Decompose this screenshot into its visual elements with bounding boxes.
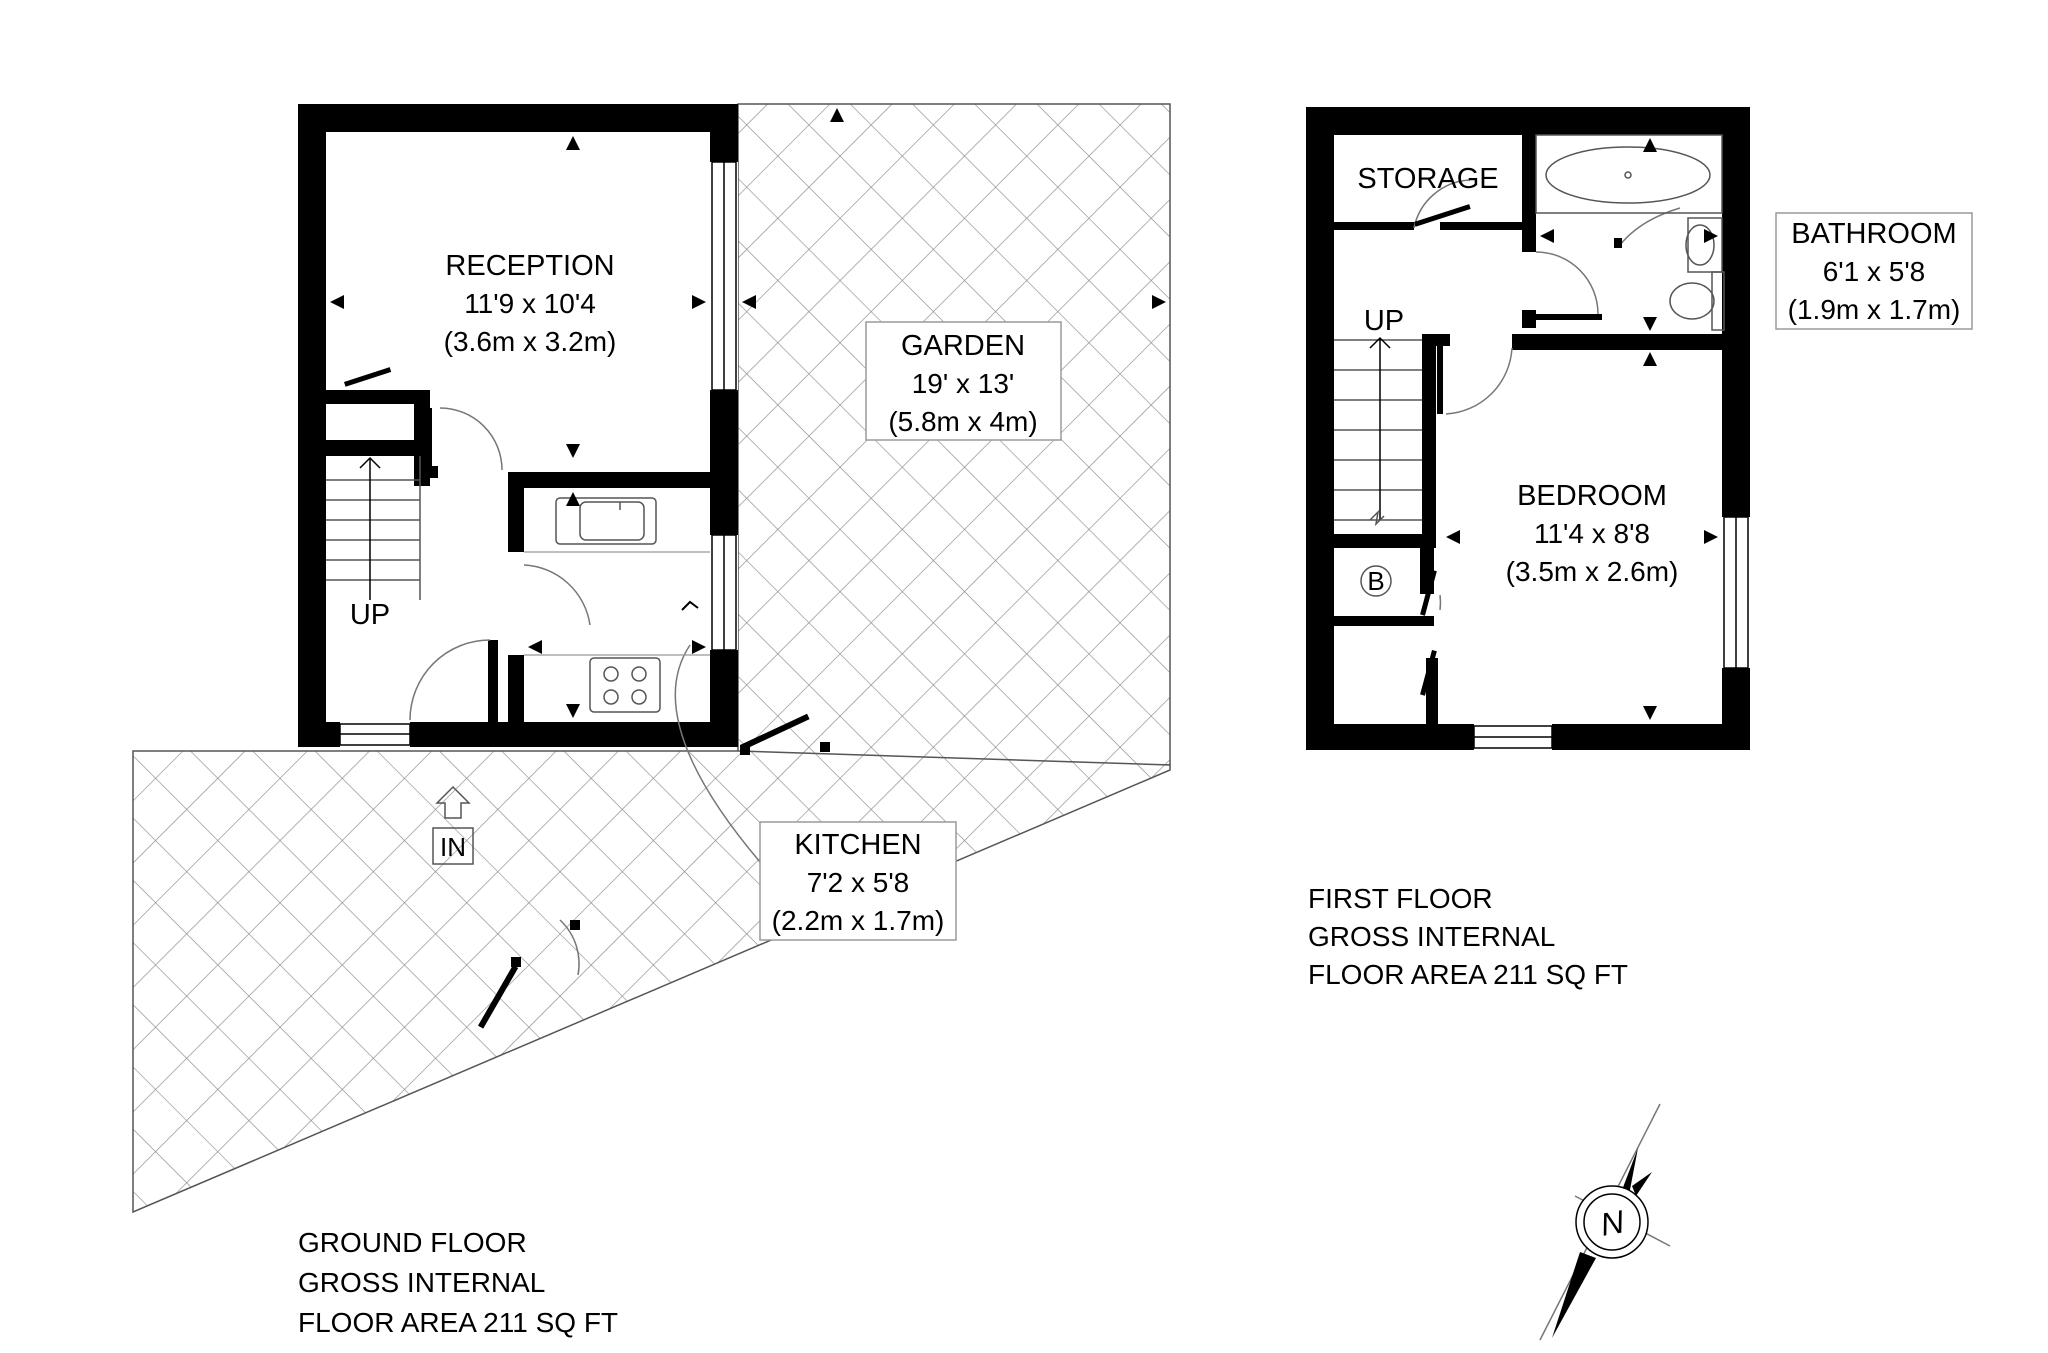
svg-text:(3.6m x 3.2m): (3.6m x 3.2m) xyxy=(444,326,617,357)
kitchen-label: KITCHEN 7'2 x 5'8 (2.2m x 1.7m) xyxy=(759,821,957,941)
svg-text:B: B xyxy=(1367,566,1384,596)
svg-text:FLOOR AREA 211 SQ FT: FLOOR AREA 211 SQ FT xyxy=(1308,959,1628,990)
svg-text:11'9 x 10'4: 11'9 x 10'4 xyxy=(464,288,596,319)
svg-text:11'4 x 8'8: 11'4 x 8'8 xyxy=(1534,518,1650,549)
svg-text:19' x 13': 19' x 13' xyxy=(912,368,1015,399)
first-stairs xyxy=(1334,336,1422,527)
ground-walls xyxy=(298,104,738,747)
boiler-icon: B xyxy=(1360,565,1392,597)
svg-text:7'2 x 5'8: 7'2 x 5'8 xyxy=(807,867,910,898)
svg-text:6'1 x 5'8: 6'1 x 5'8 xyxy=(1823,256,1926,287)
house-interior xyxy=(298,104,738,747)
first-stairs-label: UP xyxy=(1364,305,1404,337)
svg-text:STORAGE: STORAGE xyxy=(1357,163,1498,195)
basin-icon xyxy=(1685,217,1723,273)
svg-text:GROSS INTERNAL: GROSS INTERNAL xyxy=(298,1267,545,1298)
svg-text:KITCHEN: KITCHEN xyxy=(794,829,921,861)
first-walls xyxy=(1306,107,1750,750)
sink-icon xyxy=(555,497,657,545)
ground-doors xyxy=(409,407,761,863)
hob-icon xyxy=(589,657,661,713)
svg-text:(5.8m x 4m): (5.8m x 4m) xyxy=(888,406,1037,437)
compass-icon: N xyxy=(1539,1103,1671,1341)
svg-text:BEDROOM: BEDROOM xyxy=(1517,480,1667,512)
svg-text:(2.2m x 1.7m): (2.2m x 1.7m) xyxy=(772,905,945,936)
first-dimension-arrows xyxy=(1446,138,1718,720)
toilet-icon xyxy=(1669,271,1725,331)
bathroom-label: BATHROOM 6'1 x 5'8 (1.9m x 1.7m) xyxy=(1775,212,1973,330)
ground-dimension-arrows xyxy=(330,108,1166,718)
svg-text:(1.9m x 1.7m): (1.9m x 1.7m) xyxy=(1788,294,1961,325)
entrance-arrow-icon xyxy=(432,785,474,865)
reception-label: RECEPTION 11'9 x 10'4 (3.6m x 3.2m) xyxy=(444,250,617,357)
ground-stairs xyxy=(326,456,421,600)
svg-text:FLOOR AREA 211 SQ FT: FLOOR AREA 211 SQ FT xyxy=(298,1307,618,1338)
front-area xyxy=(132,750,1171,1214)
ground-windows xyxy=(339,161,737,746)
entrance-label: IN xyxy=(440,832,466,862)
svg-text:(3.5m x 2.6m): (3.5m x 2.6m) xyxy=(1506,556,1679,587)
svg-text:GROUND FLOOR: GROUND FLOOR xyxy=(298,1227,527,1258)
bath-icon xyxy=(1535,134,1723,214)
svg-text:GROSS INTERNAL: GROSS INTERNAL xyxy=(1308,921,1555,952)
svg-text:FIRST FLOOR: FIRST FLOOR xyxy=(1308,883,1493,914)
ground-stairs-label: UP xyxy=(350,599,390,631)
storage-label: STORAGE xyxy=(1357,163,1498,195)
first-floor-area: FIRST FLOOR GROSS INTERNAL FLOOR AREA 21… xyxy=(1308,883,1628,990)
ground-floor-area: GROUND FLOOR GROSS INTERNAL FLOOR AREA 2… xyxy=(298,1227,618,1338)
ground-floor-plan: IN UP xyxy=(132,103,1171,1214)
bedroom-label: BEDROOM 11'4 x 8'8 (3.5m x 2.6m) xyxy=(1506,480,1679,587)
first-floor-plan: B UP xyxy=(1306,107,1750,750)
svg-text:GARDEN: GARDEN xyxy=(901,330,1025,362)
svg-text:BATHROOM: BATHROOM xyxy=(1791,218,1956,250)
garden-label: GARDEN 19' x 13' (5.8m x 4m) xyxy=(865,321,1062,441)
svg-text:RECEPTION: RECEPTION xyxy=(445,250,614,282)
